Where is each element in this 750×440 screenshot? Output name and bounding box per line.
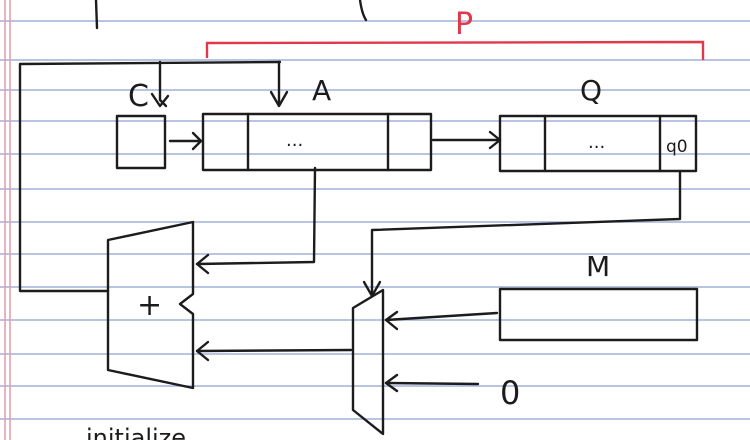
a-to-q-arrow	[431, 130, 502, 150]
register-a-label: A	[312, 74, 331, 107]
adder	[106, 220, 195, 390]
multiplexer	[351, 288, 385, 436]
bottom-note: initialize	[86, 424, 186, 440]
register-m	[498, 287, 699, 342]
carry-feedback-wire	[18, 60, 289, 293]
register-c-label: C	[128, 79, 149, 114]
margin-line	[4, 0, 11, 440]
zero-input-label: 0	[500, 374, 520, 412]
zero-to-mux-arrow	[384, 373, 480, 393]
register-c	[115, 114, 167, 170]
adder-sign: +	[137, 288, 162, 323]
ruled-lines	[0, 20, 750, 420]
p-bracket	[205, 40, 705, 60]
q0-select-wire	[362, 170, 682, 298]
register-q	[498, 114, 698, 173]
register-q-dots: ...	[588, 132, 605, 153]
q0-label: q0	[666, 137, 688, 157]
top-stray-strokes	[94, 0, 368, 30]
m-to-mux-arrow	[384, 310, 499, 331]
a-to-adder-wire	[195, 166, 317, 275]
bracket-label: P	[455, 7, 473, 42]
register-q-label: Q	[580, 74, 602, 107]
register-a	[201, 112, 433, 172]
register-m-label: M	[586, 250, 610, 283]
register-a-dots: ...	[286, 130, 303, 151]
c-to-a-arrow	[168, 131, 203, 151]
mux-to-adder-wire	[195, 340, 353, 362]
